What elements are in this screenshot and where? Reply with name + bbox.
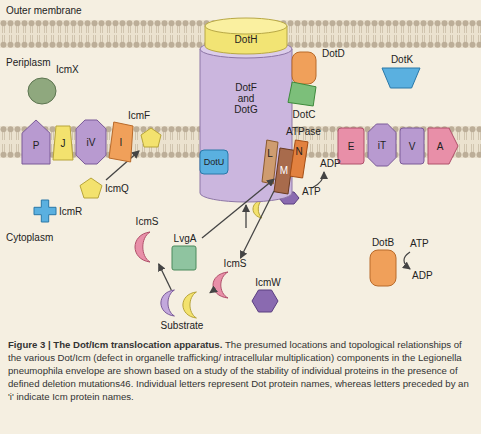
- protein-node: P: [22, 120, 50, 164]
- protein-shape: [288, 82, 316, 106]
- substrate-pentagon: [141, 128, 161, 147]
- protein-name: DotU: [200, 157, 228, 168]
- protein-crescent: [161, 290, 175, 316]
- substrate-crescent: [253, 200, 262, 218]
- protein-name: I: [109, 137, 133, 148]
- protein-node: DotD: [292, 46, 364, 86]
- flow-arrow: [159, 264, 172, 290]
- protein-name: V: [400, 141, 424, 152]
- protein-box: [200, 150, 228, 174]
- protein-crescent: [213, 272, 228, 298]
- node-shape: [290, 140, 308, 178]
- region-label: Outer membrane: [6, 5, 82, 17]
- protein-box: [400, 128, 424, 164]
- protein-shape: [252, 290, 278, 312]
- cylinder-top: [205, 18, 287, 34]
- protein-circle: [28, 78, 56, 104]
- protein-node: Substrate: [150, 290, 214, 334]
- region-label: Periplasm: [6, 57, 50, 69]
- protein-crescent: [135, 232, 150, 262]
- protein-node: IcmS: [126, 216, 168, 264]
- protein-node: IcmS: [210, 258, 250, 300]
- protein-box: [338, 128, 364, 164]
- protein-name: DotH: [205, 34, 287, 45]
- protein-node: I: [109, 122, 133, 162]
- protein-node: iT: [368, 124, 396, 166]
- protein-name: IcmW: [246, 277, 290, 288]
- protein-node: IcmR: [34, 198, 96, 224]
- protein-node: IcmQ: [80, 176, 140, 200]
- protein-name: P: [22, 140, 50, 151]
- protein-shape: [368, 124, 396, 166]
- region-label: ATP: [410, 238, 429, 250]
- protein-name: iV: [76, 137, 106, 148]
- protein-shape: [290, 140, 308, 178]
- protein-name: IcmX: [56, 64, 88, 75]
- cylinder: [205, 18, 287, 54]
- protein-name: IcmS: [220, 258, 250, 269]
- protein-node: IcmX: [28, 62, 88, 106]
- region-label: Cytoplasm: [6, 232, 53, 244]
- protein-shape: [80, 178, 102, 198]
- protein-name: E: [338, 141, 364, 152]
- region-label: ATP: [302, 186, 321, 198]
- protein-name: IcmR: [59, 206, 95, 217]
- protein-node: V: [400, 128, 424, 164]
- cylinder-top: [200, 40, 292, 58]
- protein-name: DotK: [380, 54, 424, 65]
- protein-cross: [34, 200, 56, 222]
- region-label: ADP: [412, 270, 433, 282]
- flow-arrow: [245, 205, 246, 228]
- protein-node: DotH: [205, 18, 287, 54]
- protein-name: J: [53, 138, 73, 149]
- region-label: IcmF: [128, 110, 150, 122]
- protein-node: E: [338, 128, 364, 164]
- region-label: ATPase: [286, 126, 321, 138]
- flow-arrow: [210, 290, 214, 293]
- protein-shape: [22, 120, 50, 164]
- protein-crescent: [183, 292, 197, 318]
- protein-name: IcmQ: [105, 183, 141, 194]
- protein-node: A: [428, 128, 458, 164]
- protein-box: [370, 250, 396, 286]
- protein-node: DotK: [380, 52, 424, 92]
- protein-box: [172, 246, 196, 270]
- caption-heading: Figure 3 | The Dot/Icm translocation app…: [8, 339, 225, 350]
- protein-shape: [53, 126, 73, 160]
- protein-shape: [109, 122, 133, 162]
- protein-name: L: [262, 148, 278, 159]
- protein-node: DotC: [284, 80, 324, 122]
- protein-node: N: [290, 140, 308, 178]
- protein-shape: [382, 68, 420, 88]
- protein-name: Substrate: [150, 320, 214, 331]
- protein-name: DotF and DotG: [227, 82, 265, 115]
- protein-box: [292, 52, 316, 84]
- protein-name: iT: [368, 140, 396, 151]
- protein-node: LvgA: [168, 232, 202, 272]
- protein-name: N: [290, 146, 308, 157]
- protein-shape: [76, 120, 106, 164]
- figure-caption: Figure 3 | The Dot/Icm translocation app…: [8, 338, 473, 403]
- protein-name: DotD: [322, 48, 362, 59]
- region-label: ADP: [320, 158, 341, 170]
- protein-node: iV: [76, 120, 106, 164]
- atp-arrow: [404, 252, 410, 269]
- protein-node: DotB: [364, 236, 402, 288]
- protein-node: DotU: [200, 150, 228, 174]
- protein-name: LvgA: [168, 233, 202, 244]
- protein-name: IcmS: [126, 216, 168, 227]
- atp-arrow: [312, 172, 324, 188]
- protein-name: DotC: [284, 109, 324, 120]
- protein-node: IcmW: [246, 276, 290, 316]
- protein-node: J: [53, 126, 73, 160]
- protein-name: DotB: [364, 237, 402, 248]
- protein-shape: [428, 128, 458, 164]
- protein-name: A: [428, 141, 452, 152]
